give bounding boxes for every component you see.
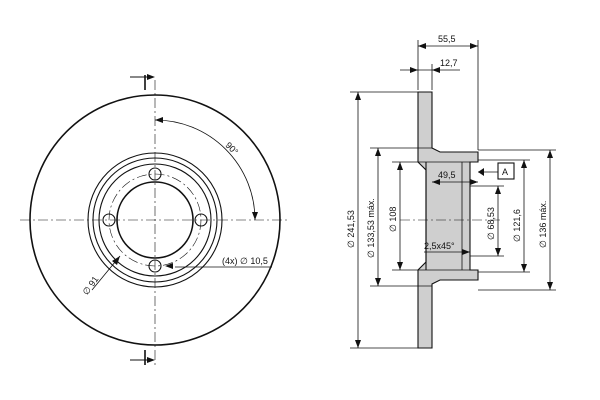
section-arrow-top <box>147 74 155 80</box>
angle-label: 90° <box>224 140 241 157</box>
chamfer-label: 2,5x45° <box>424 241 455 251</box>
angle-arc <box>154 119 256 221</box>
dim-241-label: ∅ 241,53 <box>346 210 356 248</box>
dim-108-label: ∅ 108 <box>388 207 398 232</box>
datum-label: A <box>502 167 508 177</box>
dim-121-label: ∅ 121,6 <box>512 209 522 242</box>
dim-133-label: ∅ 133,53 máx. <box>366 198 376 258</box>
section-view: 55,5 12,7 49,5 A 2,5x45° ∅ 241,53 <box>346 34 556 349</box>
hub-diameter-label: ∅ 91 <box>81 274 101 296</box>
bolt-holes-label: (4x) ∅ 10,5 <box>222 256 268 266</box>
section-arrow-bottom <box>147 357 155 363</box>
total-height-label: 55,5 <box>438 34 456 44</box>
dim-68-label: ∅ 68,53 <box>486 207 496 240</box>
dim-136-label: ∅ 136 máx. <box>538 201 548 248</box>
datum-box <box>497 162 515 180</box>
hub-depth-label: 49,5 <box>438 170 456 180</box>
flange-thickness-label: 12,7 <box>440 58 458 68</box>
front-view: 90° (4x) ∅ 10,5 ∅ 91 <box>20 74 290 365</box>
